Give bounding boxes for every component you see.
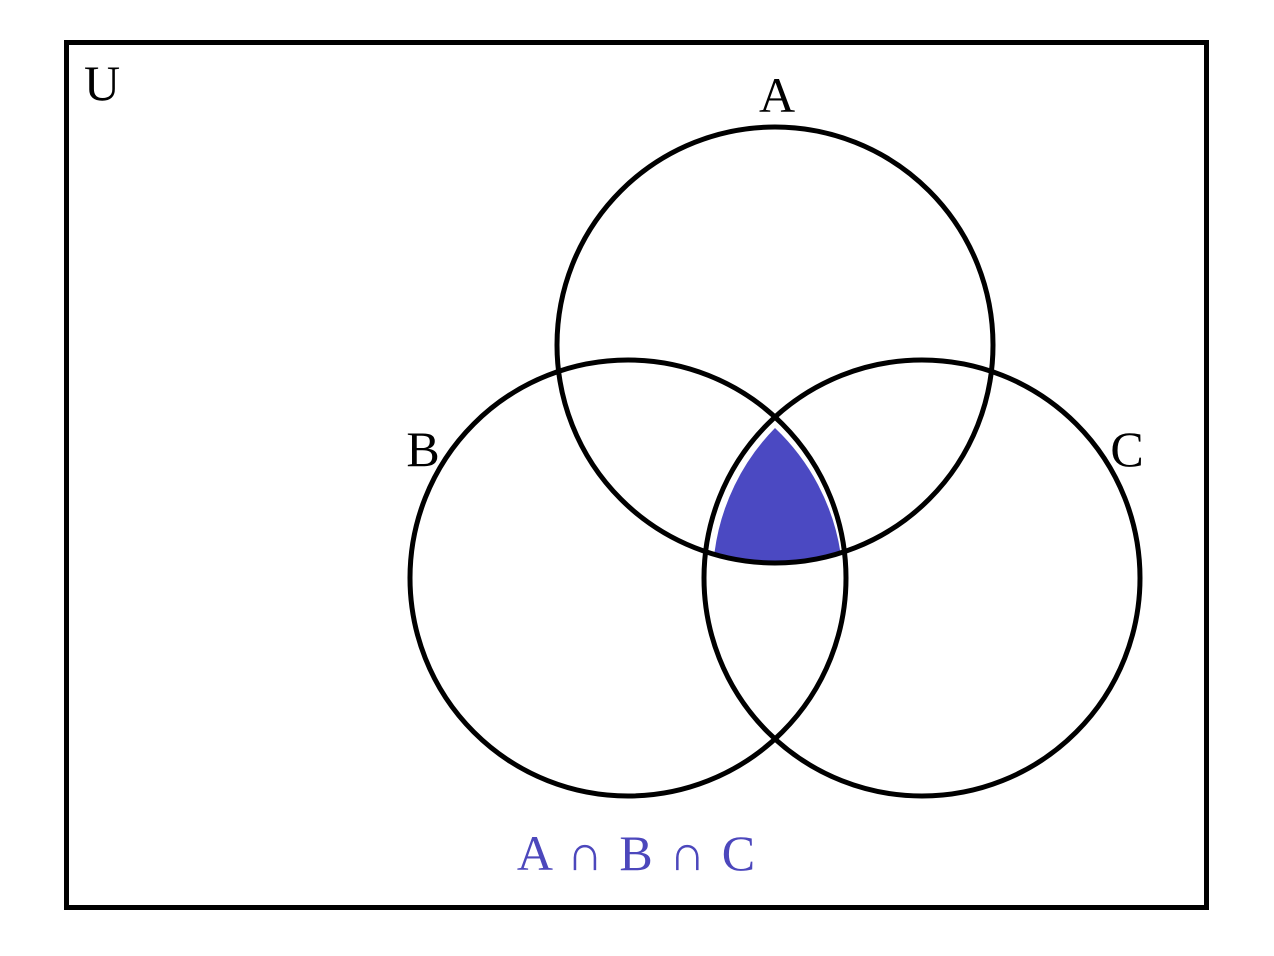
set-label-a: A [758, 67, 796, 123]
set-circle-b[interactable] [407, 357, 849, 799]
set-label-c: C [1110, 421, 1144, 477]
set-label-b: B [406, 421, 440, 477]
set-circle-c[interactable] [701, 357, 1143, 799]
universal-set-label: U [84, 55, 121, 111]
universal-set-rectangle [64, 40, 1209, 910]
intersection-caption: A ∩ B ∩ C [516, 825, 758, 881]
set-circle-a[interactable] [554, 124, 996, 566]
triple-intersection-region [714, 428, 841, 562]
